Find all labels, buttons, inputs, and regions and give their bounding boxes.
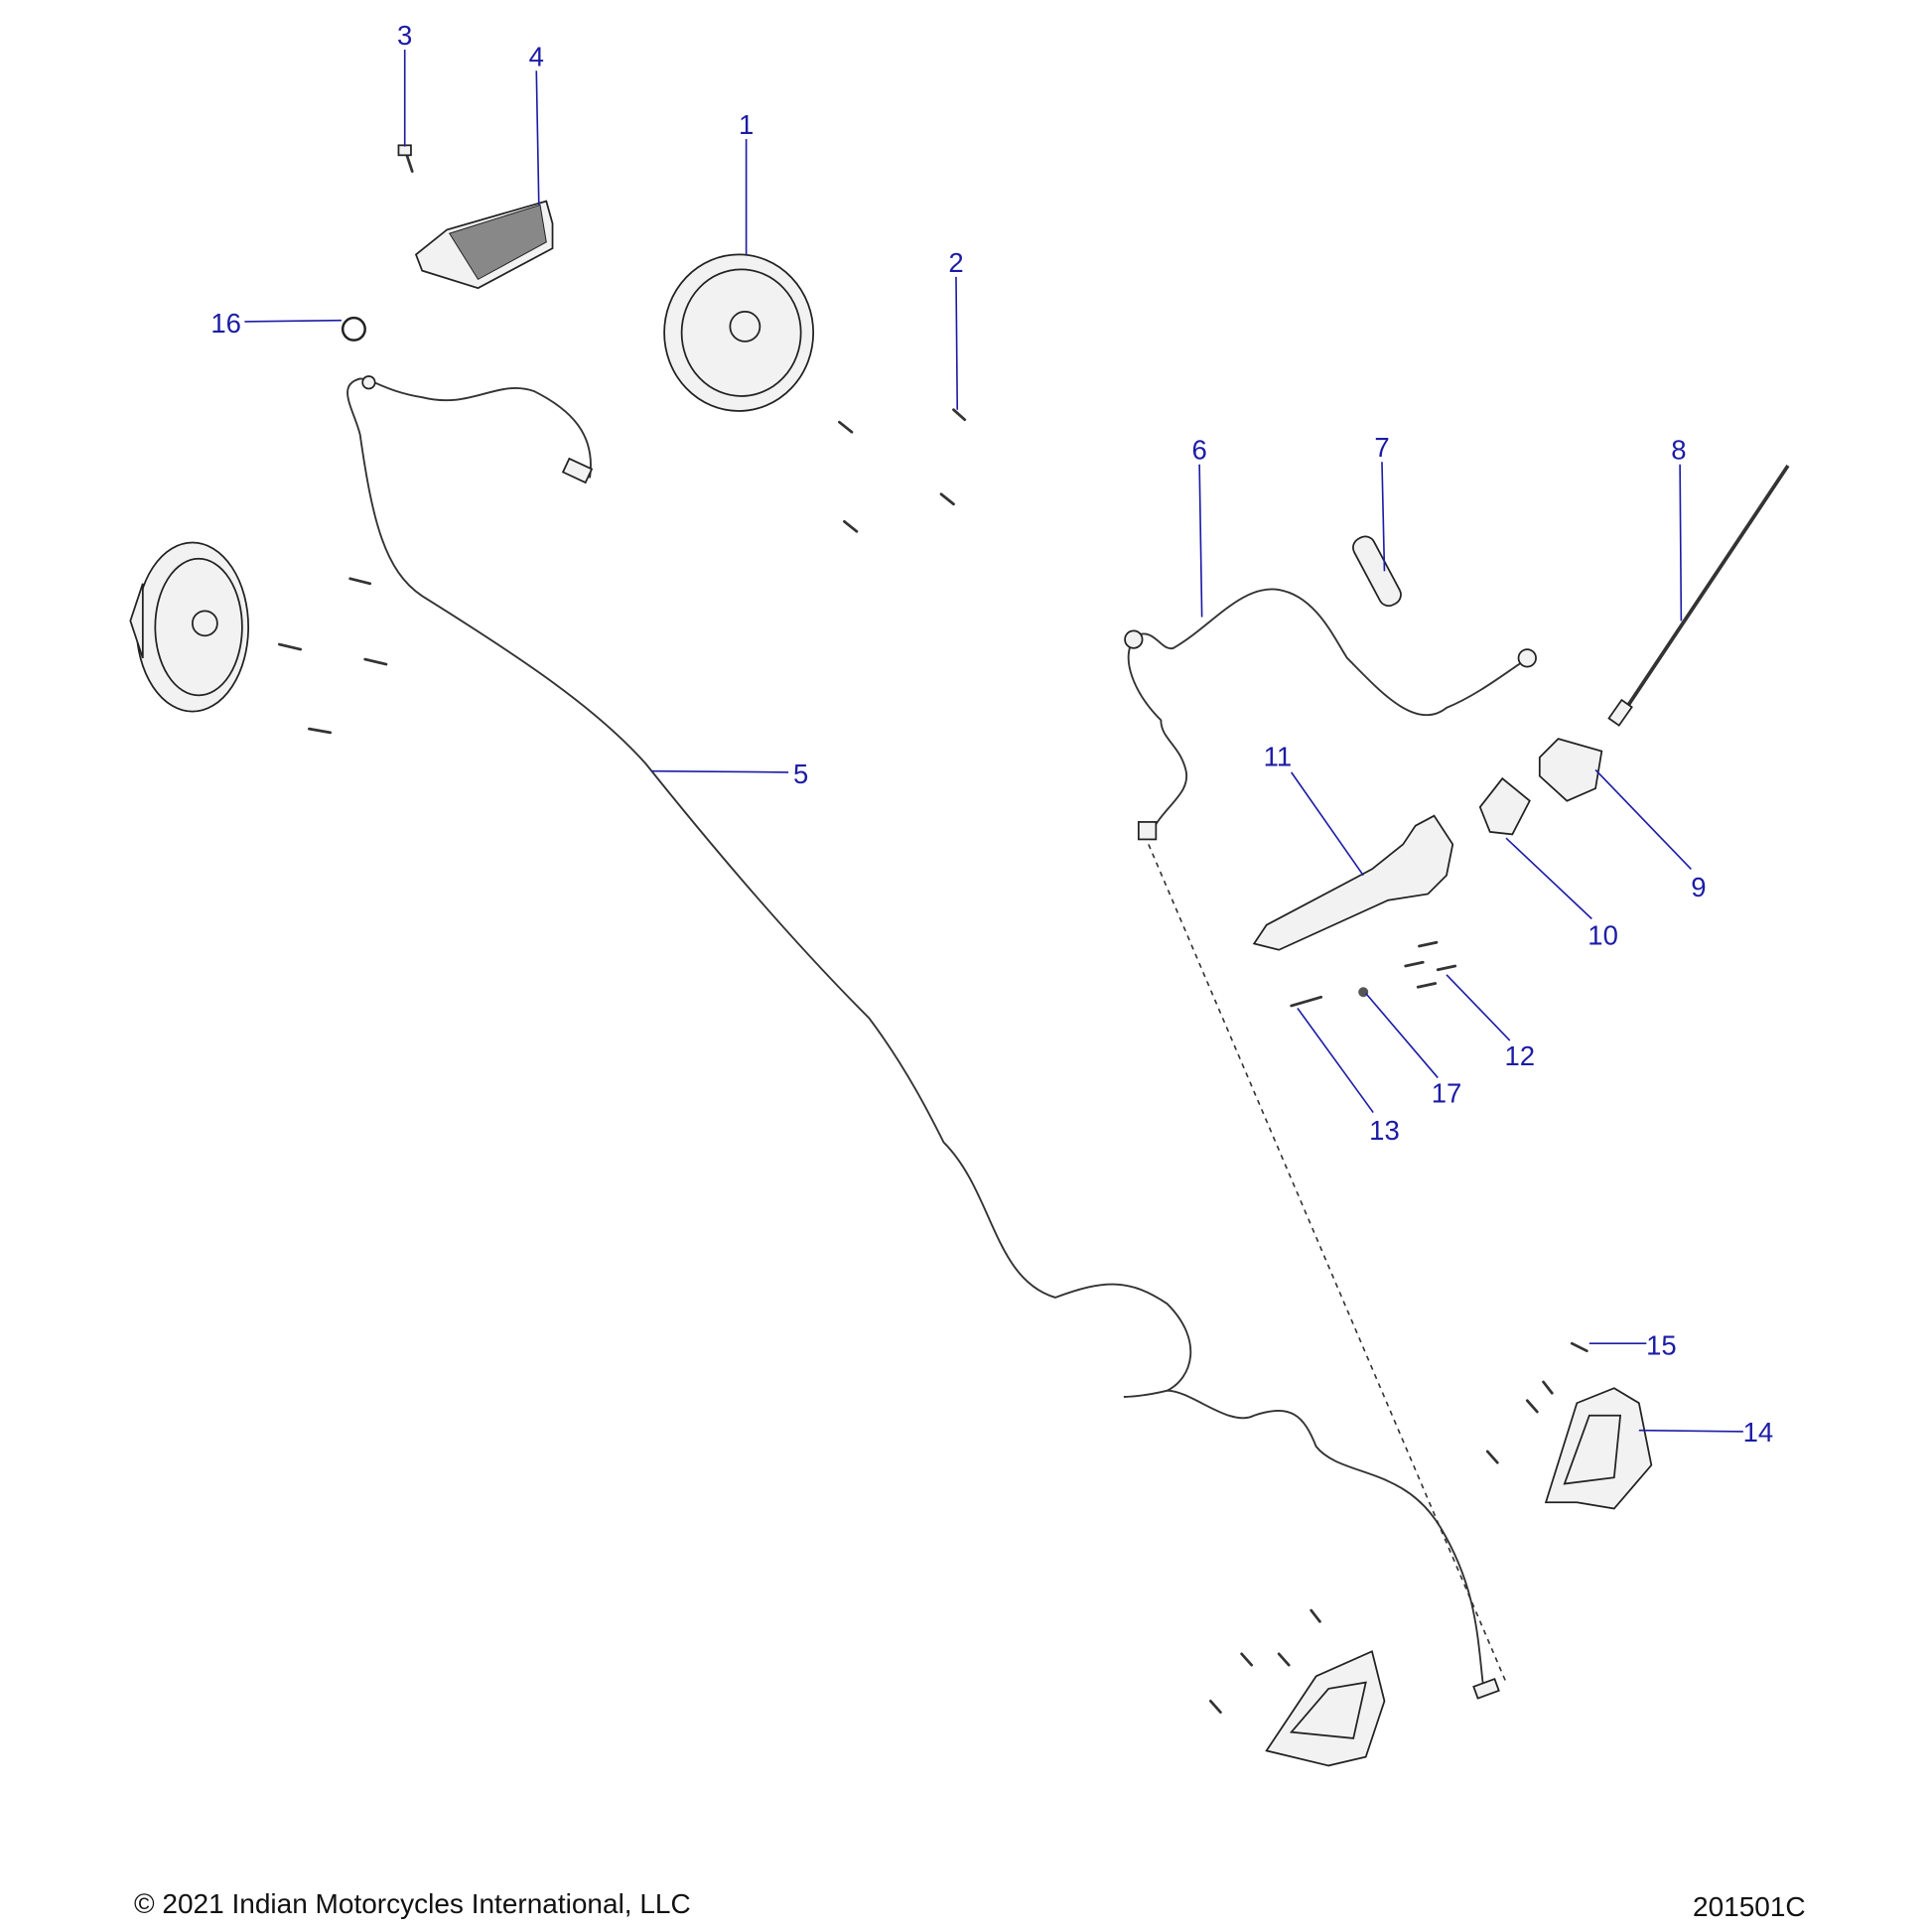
callout-10: 10 bbox=[1587, 920, 1618, 951]
bolts bbox=[278, 408, 1588, 1715]
amplifier-4 bbox=[414, 200, 554, 290]
callout-2: 2 bbox=[948, 247, 963, 278]
callout-6: 6 bbox=[1191, 435, 1206, 466]
callout-9: 9 bbox=[1691, 872, 1706, 902]
antenna-mount-9 bbox=[1538, 738, 1603, 802]
connector-icon bbox=[361, 375, 376, 390]
callout-13: 13 bbox=[1369, 1115, 1400, 1146]
speaker-left bbox=[129, 541, 250, 713]
callouts: 1 2 3 4 5 6 7 8 9 10 11 12 13 14 15 16 1… bbox=[210, 20, 1773, 1448]
bracket-11 bbox=[1252, 814, 1454, 951]
callout-14: 14 bbox=[1743, 1417, 1774, 1448]
callout-8: 8 bbox=[1671, 435, 1686, 466]
routing-line bbox=[1148, 844, 1507, 1683]
antenna-base-10 bbox=[1478, 776, 1531, 836]
connector-icon bbox=[561, 457, 594, 484]
antenna-8 bbox=[1607, 464, 1790, 727]
wire-harness-5 bbox=[346, 377, 1485, 1692]
grommet-icon bbox=[1124, 629, 1144, 649]
figure-id: 201501C bbox=[1693, 1891, 1806, 1922]
copyright-text: © 2021 Indian Motorcycles International,… bbox=[134, 1888, 691, 1919]
callout-3: 3 bbox=[397, 20, 412, 51]
speaker-bottom bbox=[1265, 1650, 1386, 1767]
bolt-3 bbox=[397, 144, 414, 173]
callout-17: 17 bbox=[1432, 1078, 1462, 1109]
wire-harness-6 bbox=[1127, 588, 1526, 839]
speaker-1 bbox=[663, 253, 815, 412]
speaker-14 bbox=[1544, 1387, 1653, 1510]
callout-5: 5 bbox=[793, 759, 808, 789]
connector-icon bbox=[1472, 1678, 1500, 1700]
sleeve-7 bbox=[1352, 535, 1402, 608]
callout-15: 15 bbox=[1646, 1329, 1677, 1360]
callout-16: 16 bbox=[210, 308, 241, 339]
callout-1: 1 bbox=[739, 109, 754, 140]
connector-icon bbox=[1137, 821, 1158, 841]
leader-lines bbox=[244, 50, 1743, 1433]
clip-16 bbox=[341, 316, 366, 342]
callout-7: 7 bbox=[1374, 432, 1389, 463]
terminal-icon bbox=[1517, 648, 1537, 668]
callout-12: 12 bbox=[1504, 1040, 1535, 1071]
callout-4: 4 bbox=[529, 41, 544, 71]
callout-11: 11 bbox=[1264, 742, 1293, 772]
